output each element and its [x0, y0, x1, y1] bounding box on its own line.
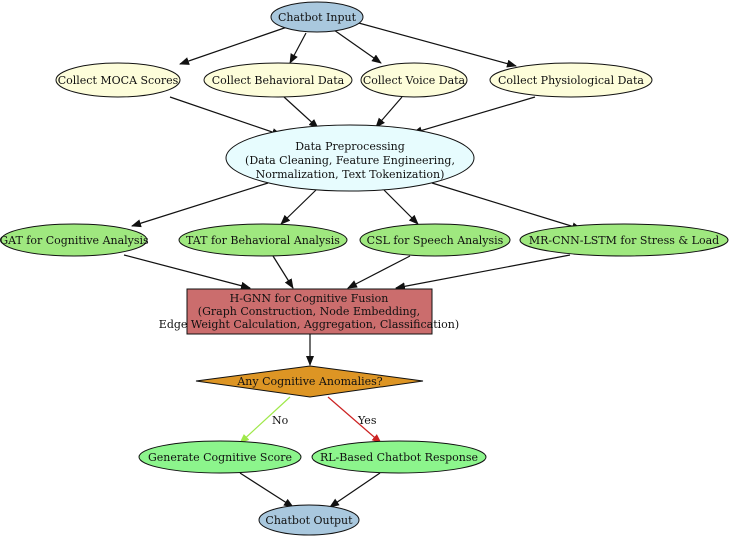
node-hgnn: H-GNN for Cognitive Fusion (Graph Constr…: [159, 288, 459, 335]
node-mrcnn-label: MR-CNN-LSTM for Stress & Load: [529, 234, 719, 247]
node-preprocessing-line-3: Normalization, Text Tokenization): [256, 168, 445, 181]
node-preprocessing-line-1: Data Preprocessing: [295, 140, 405, 153]
node-tat-shape: [178, 223, 348, 257]
node-collect-physio-label: Collect Physiological Data: [498, 74, 644, 87]
edge-behavioral-preproc: [283, 96, 319, 129]
edge-preproc-csl: [383, 189, 419, 225]
node-collect-voice-shape: [360, 62, 468, 98]
edge-input-voice: [333, 29, 382, 64]
edge-anomaly-no: [239, 396, 291, 444]
edge-rl-output: [329, 472, 381, 508]
edge-physio-preproc: [412, 96, 536, 135]
node-rl-response-label: RL-Based Chatbot Response: [320, 451, 478, 464]
node-collect-moca: Collect MOCA Scores: [55, 62, 181, 98]
node-preprocessing: Data Preprocessing (Data Cleaning, Featu…: [225, 124, 475, 192]
node-rl-response: RL-Based Chatbot Response: [311, 440, 487, 474]
node-chatbot-input-label: Chatbot Input: [278, 11, 357, 24]
edge-moca-preproc: [169, 96, 282, 136]
node-collect-voice-label: Collect Voice Data: [363, 74, 466, 87]
edge-label-yes: Yes: [357, 414, 377, 427]
edge-tat-hgnn: [272, 255, 294, 289]
node-chatbot-input-shape: [270, 1, 364, 33]
node-hgnn-line-1: H-GNN for Cognitive Fusion: [230, 292, 389, 305]
node-gen-score-shape: [138, 440, 302, 474]
node-collect-voice: Collect Voice Data: [360, 62, 468, 98]
node-hgnn-line-3: Edge Weight Calculation, Aggregation, Cl…: [159, 318, 459, 331]
node-collect-moca-shape: [55, 62, 181, 98]
node-gen-score-label: Generate Cognitive Score: [148, 451, 292, 464]
edge-input-physio: [354, 21, 517, 68]
node-mrcnn: MR-CNN-LSTM for Stress & Load: [519, 223, 729, 257]
node-gat-label: GAT for Cognitive Analysis: [0, 234, 149, 247]
node-gen-score: Generate Cognitive Score: [138, 440, 302, 474]
node-collect-physio-shape: [489, 62, 653, 98]
edge-voice-preproc: [375, 96, 403, 128]
edge-preproc-gat: [131, 182, 269, 228]
node-preprocessing-line-2: (Data Cleaning, Feature Engineering,: [245, 154, 455, 167]
node-chatbot-output-shape: [258, 504, 360, 536]
edge-mrcnn-hgnn: [395, 254, 571, 291]
edge-input-moca: [179, 25, 291, 65]
node-collect-moca-label: Collect MOCA Scores: [58, 74, 179, 87]
node-gat-shape: [0, 223, 148, 257]
node-csl: CSL for Speech Analysis: [359, 223, 511, 257]
edge-csl-hgnn: [347, 255, 411, 289]
node-anomaly: Any Cognitive Anomalies?: [195, 365, 424, 398]
node-preprocessing-shape: [225, 124, 475, 192]
edge-input-behavioral: [289, 32, 307, 64]
node-hgnn-line-2: (Graph Construction, Node Embedding,: [198, 305, 420, 318]
node-collect-behavioral-shape: [203, 62, 353, 98]
edge-gat-hgnn: [123, 254, 251, 290]
node-chatbot-input: Chatbot Input: [270, 1, 364, 33]
node-rl-response-shape: [311, 440, 487, 474]
edge-preproc-mrcnn: [431, 182, 582, 231]
node-csl-shape: [359, 223, 511, 257]
node-mrcnn-shape: [519, 223, 729, 257]
edge-anomaly-yes: [327, 396, 382, 444]
node-anomaly-label: Any Cognitive Anomalies?: [236, 375, 382, 388]
node-collect-physio: Collect Physiological Data: [489, 62, 653, 98]
node-gat: GAT for Cognitive Analysis: [0, 223, 149, 257]
node-tat: TAT for Behavioral Analysis: [178, 223, 348, 257]
edge-scorecore-output: [239, 472, 294, 508]
node-anomaly-shape: [195, 365, 424, 398]
edge-label-no: No: [272, 414, 289, 427]
node-chatbot-output: Chatbot Output: [258, 504, 360, 536]
node-csl-label: CSL for Speech Analysis: [367, 234, 504, 247]
node-collect-behavioral: Collect Behavioral Data: [203, 62, 353, 98]
node-chatbot-output-label: Chatbot Output: [265, 514, 353, 527]
edges: [123, 21, 582, 508]
node-tat-label: TAT for Behavioral Analysis: [186, 234, 340, 247]
edge-preproc-tat: [280, 189, 317, 225]
node-hgnn-shape: [186, 288, 433, 335]
node-collect-behavioral-label: Collect Behavioral Data: [212, 74, 345, 87]
